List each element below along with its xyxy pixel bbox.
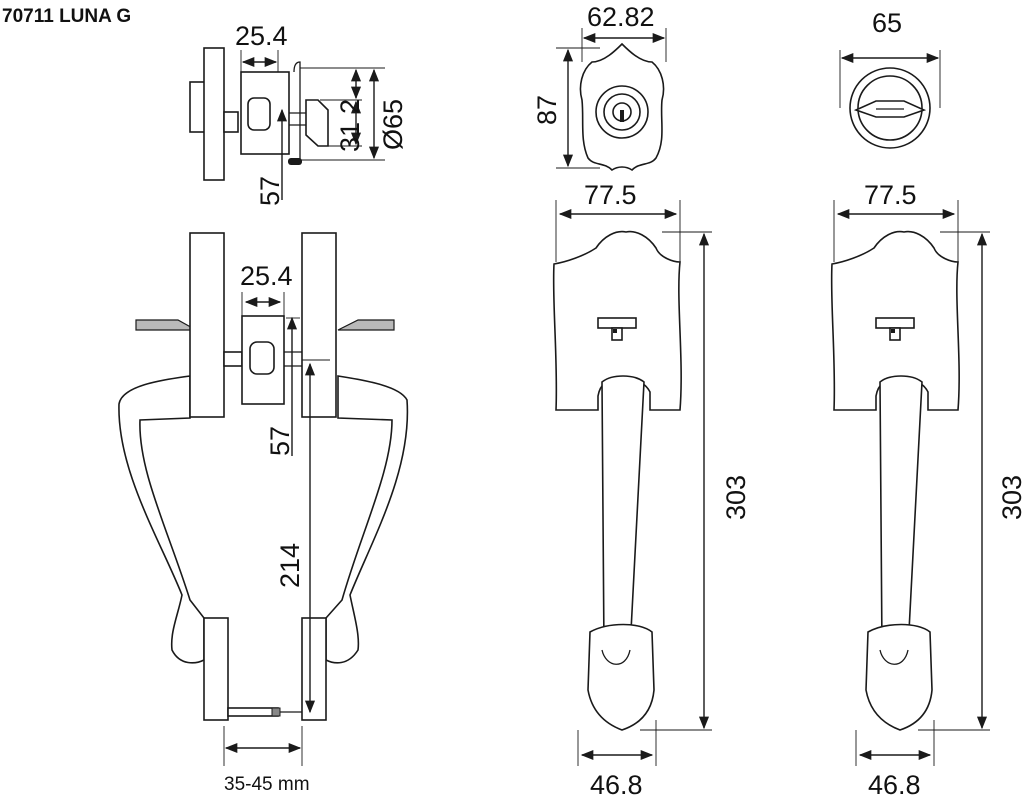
interior-handle-front-view (830, 230, 960, 731)
interior-thumbturn-rose (849, 67, 931, 149)
deadbolt-side-view (189, 47, 329, 181)
interior-handle-dimensions (833, 200, 990, 766)
dim-main-backset-width: 25.4 (240, 261, 293, 291)
dim-ext-rose-width: 62.82 (587, 2, 655, 32)
exterior-keyed-rose (579, 42, 665, 172)
dim-main-handle-height: 214 (275, 543, 305, 588)
dim-int-grip-width: 46.8 (868, 770, 921, 799)
exterior-rose-dimensions (556, 28, 667, 169)
main-dimension-lines (223, 292, 330, 766)
handleset-side-view (118, 232, 409, 721)
dim-ext-plate-width: 77.5 (584, 180, 637, 210)
dim-ext-plate-height: 303 (721, 475, 751, 520)
product-title: 70711 LUNA G (2, 6, 131, 27)
dim-int-plate-width: 77.5 (864, 180, 917, 210)
dim-main-backset-depth: 57 (265, 426, 295, 456)
dim-top-backset-width: 25.4 (235, 21, 288, 51)
interior-rose-dimensions (839, 50, 941, 108)
door-thickness-label: 35-45 mm (224, 774, 310, 795)
dim-top-backset-depth: 57 (255, 176, 285, 206)
exterior-handle-dimensions (555, 200, 712, 766)
dim-ext-rose-height: 87 (532, 95, 562, 125)
dim-int-rose-diameter: 65 (872, 8, 902, 38)
dim-top-throw-b: 2 (335, 99, 365, 114)
dim-top-throw-a: 31 (335, 122, 365, 152)
dim-int-plate-height: 303 (997, 475, 1024, 520)
dim-ext-grip-width: 46.8 (590, 770, 643, 799)
exterior-handle-front-view (552, 230, 682, 731)
top-dimension-lines (240, 50, 385, 200)
dim-top-rose-diameter: Ø65 (378, 99, 408, 150)
